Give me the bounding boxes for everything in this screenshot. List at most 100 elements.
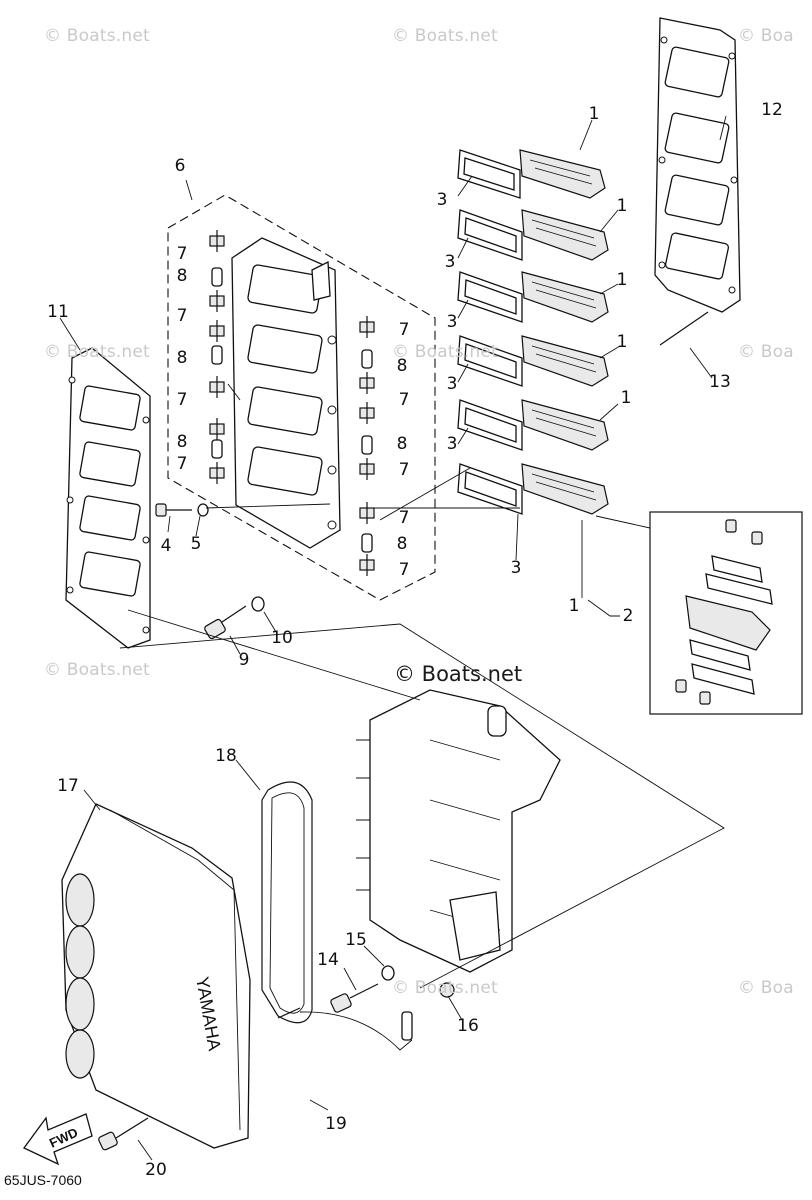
intake-manifold-assembly-6	[167, 194, 436, 601]
seal-part-18	[261, 781, 313, 1024]
reed-valve-1	[521, 399, 609, 451]
reed-gasket-3	[457, 463, 523, 515]
hose-8	[211, 267, 223, 287]
callout-1: 1	[588, 104, 600, 124]
callout-20: 20	[145, 1160, 167, 1180]
watermark: © Boa	[738, 978, 794, 998]
fitting-7	[209, 376, 225, 398]
hose-8	[211, 345, 223, 365]
callout-7: 7	[398, 320, 410, 340]
reed-gasket-3	[457, 271, 523, 323]
callout-11: 11	[47, 302, 69, 322]
fitting-7	[209, 320, 225, 342]
callout-1: 1	[568, 596, 580, 616]
fwd-arrow-icon: FWD	[23, 1113, 93, 1166]
watermark: © Boats.net	[392, 342, 498, 362]
nut-16	[439, 982, 455, 998]
callout-3: 3	[436, 190, 448, 210]
callout-1: 1	[616, 196, 628, 216]
watermark: © Boats.net	[44, 660, 150, 680]
bolt-9	[204, 605, 247, 640]
callout-8: 8	[396, 434, 408, 454]
reed-valve-1	[519, 149, 606, 199]
reed-gasket-3	[457, 149, 521, 199]
gasket-part-11	[65, 347, 151, 649]
callout-7: 7	[398, 390, 410, 410]
callout-6: 6	[174, 156, 186, 176]
hose-8	[361, 435, 373, 455]
reed-valve-1	[521, 463, 609, 515]
fitting-7	[209, 230, 225, 252]
callout-3: 3	[444, 252, 456, 272]
reed-valve-1	[521, 271, 609, 323]
callout-7: 7	[398, 560, 410, 580]
cover-part-17: YAMAHA	[61, 803, 251, 1149]
fitting-7	[359, 402, 375, 424]
callout-17: 17	[57, 776, 79, 796]
callout-3: 3	[446, 312, 458, 332]
fitting-7	[209, 418, 225, 440]
callout-7: 7	[398, 508, 410, 528]
reed-valve-detail-2	[649, 511, 803, 715]
reed-gasket-3	[457, 335, 523, 387]
callout-8: 8	[176, 348, 188, 368]
washer-14	[381, 965, 395, 981]
callout-9: 9	[238, 650, 250, 670]
watermark: © Boats.net	[44, 342, 150, 362]
callout-7: 7	[176, 390, 188, 410]
callout-2: 2	[622, 606, 634, 626]
fitting-7	[359, 458, 375, 480]
crankcase-block	[356, 689, 561, 973]
fitting-7	[359, 316, 375, 338]
hose-8	[361, 349, 373, 369]
callout-8: 8	[176, 432, 188, 452]
washer-10	[251, 596, 265, 612]
callout-7: 7	[176, 306, 188, 326]
watermark: © Boats.net	[392, 26, 498, 46]
bolt-4	[155, 503, 192, 517]
callout-10: 10	[271, 628, 293, 648]
fittings-and-hoses	[209, 230, 375, 576]
brand-watermark: © Boats.net	[394, 662, 523, 686]
callout-8: 8	[176, 266, 188, 286]
callout-7: 7	[398, 460, 410, 480]
watermark: © Boats.net	[44, 26, 150, 46]
gasket-part-12	[654, 17, 741, 313]
callout-16: 16	[457, 1016, 479, 1036]
callout-4: 4	[160, 536, 172, 556]
callout-1: 1	[620, 388, 632, 408]
callout-1: 1	[616, 332, 628, 352]
callout-3: 3	[446, 374, 458, 394]
reed-valve-1	[521, 209, 609, 261]
callout-13: 14	[317, 950, 339, 970]
hose-19	[277, 1007, 413, 1051]
hose-8	[211, 439, 223, 459]
callout-19: 19	[325, 1114, 347, 1134]
callout-15: 13	[709, 372, 731, 392]
drawing-code: 65JUS-7060	[4, 1172, 82, 1188]
fitting-7	[209, 462, 225, 484]
callout-3: 3	[446, 434, 458, 454]
callout-5: 5	[190, 534, 202, 554]
watermark: © Boa	[738, 342, 794, 362]
callout-18: 18	[215, 746, 237, 766]
stud-part-15	[659, 311, 713, 379]
watermark: © Boats.net	[392, 978, 498, 998]
callout-14: 15	[345, 930, 367, 950]
callout-8: 8	[396, 356, 408, 376]
reed-gasket-3	[457, 399, 523, 451]
fitting-7	[209, 290, 225, 312]
bolt-20	[98, 1117, 149, 1151]
callout-7: 7	[176, 244, 188, 264]
fitting-7	[359, 372, 375, 394]
reed-gasket-3	[457, 209, 523, 261]
callout-12: 12	[761, 100, 783, 120]
bolt-13	[330, 983, 379, 1013]
washer-5	[197, 503, 209, 517]
callout-8: 8	[396, 534, 408, 554]
leader-lines	[59, 115, 727, 1161]
reed-valve-1	[521, 335, 609, 387]
fitting-7	[359, 554, 375, 576]
callout-7: 7	[176, 454, 188, 474]
